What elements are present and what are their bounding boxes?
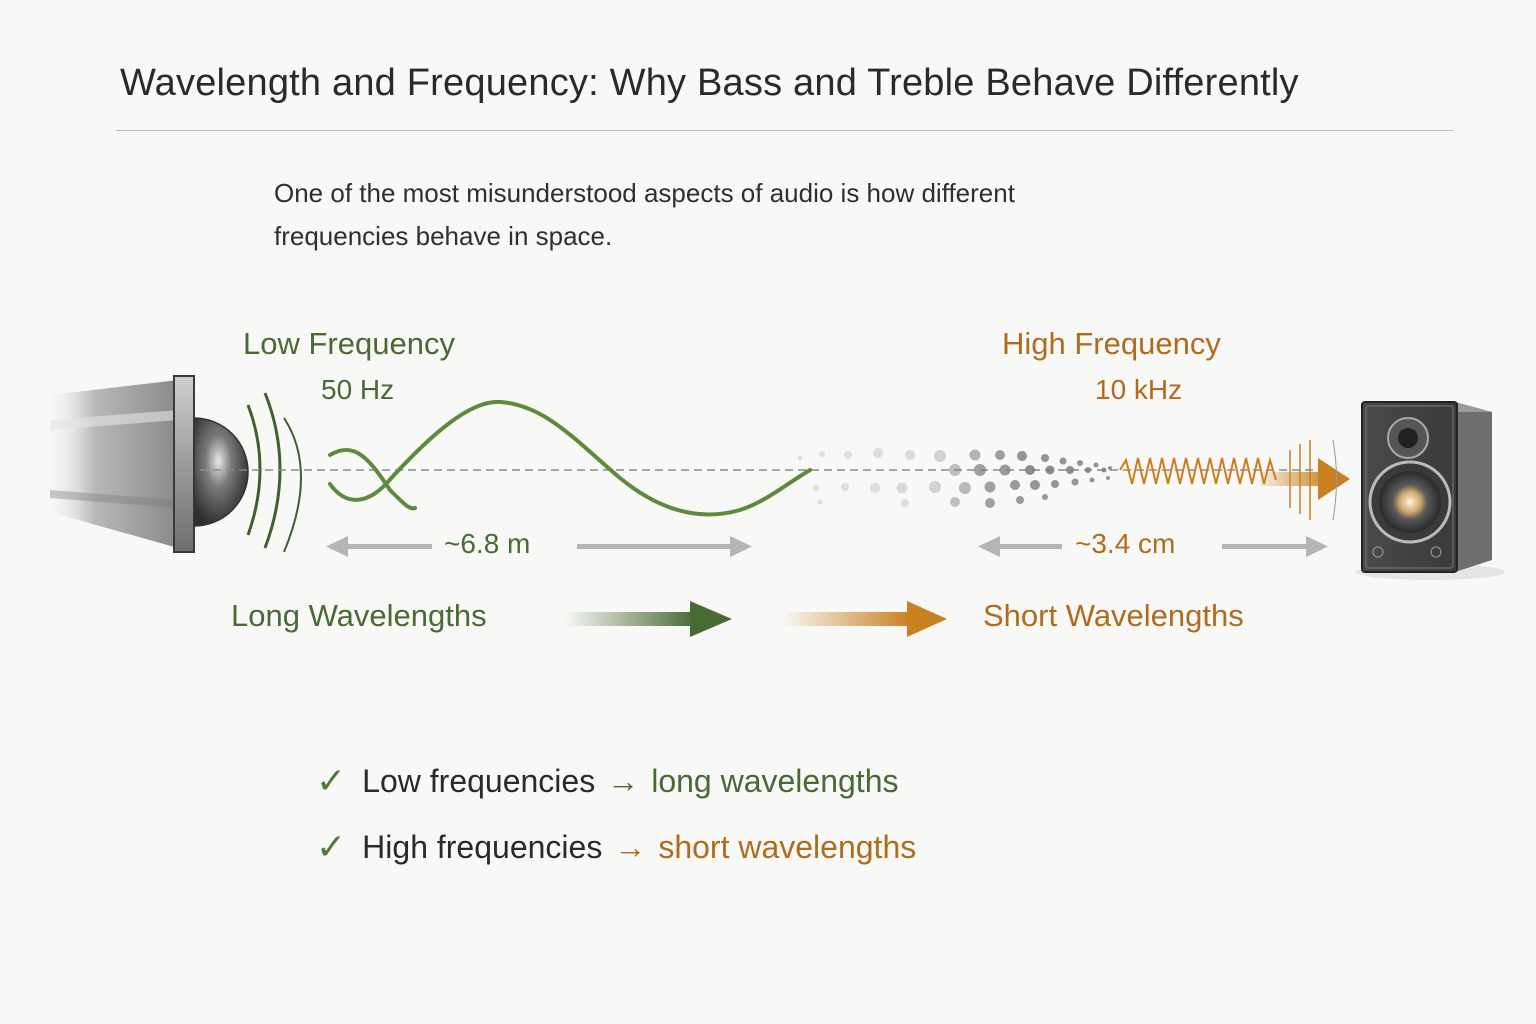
low-frequency-title: Low Frequency [243, 326, 455, 361]
long-wavelength-arrow [565, 601, 732, 637]
short-wavelength-arrow [782, 601, 947, 637]
intro-line-1: One of the most misunderstood aspects of… [274, 178, 1015, 208]
summary-item-low: ✓ Low frequencies → long wavelengths [316, 760, 898, 802]
title-divider [116, 130, 1453, 131]
low-frequency-value: 50 Hz [321, 374, 395, 405]
summary-result: short wavelengths [658, 828, 917, 865]
intro-paragraph: One of the most misunderstood aspects of… [274, 172, 1234, 258]
high-frequency-value: 10 kHz [1095, 374, 1183, 405]
high-wavelength-value: ~3.4 cm [1075, 528, 1176, 559]
summary-item-high: ✓ High frequencies → short wavelengths [316, 826, 916, 868]
low-wavelength-value: ~6.8 m [444, 528, 531, 559]
low-wavelength-measure-arrows [326, 536, 752, 557]
subwoofer-speaker-icon [50, 375, 302, 553]
checkmark-icon: ✓ [316, 826, 347, 867]
right-arrow-icon: → [614, 828, 647, 865]
high-wavelength-measure-arrows [978, 536, 1328, 557]
checkmark-icon: ✓ [316, 760, 347, 801]
high-frequency-title: High Frequency [1002, 326, 1221, 361]
summary-subject: High frequencies [362, 828, 603, 865]
low-frequency-wave [328, 399, 812, 517]
summary-subject: Low frequencies [362, 762, 596, 799]
intro-line-2: frequencies behave in space. [274, 221, 613, 251]
high-frequency-wave [1119, 439, 1350, 521]
bookshelf-speaker-icon [1355, 401, 1505, 580]
short-wavelengths-label: Short Wavelengths [983, 598, 1244, 633]
long-wavelengths-label: Long Wavelengths [231, 598, 487, 633]
summary-result: long wavelengths [651, 762, 899, 799]
particle-field [797, 448, 1112, 508]
right-arrow-icon: → [607, 762, 640, 799]
page-title: Wavelength and Frequency: Why Bass and T… [120, 62, 1299, 104]
